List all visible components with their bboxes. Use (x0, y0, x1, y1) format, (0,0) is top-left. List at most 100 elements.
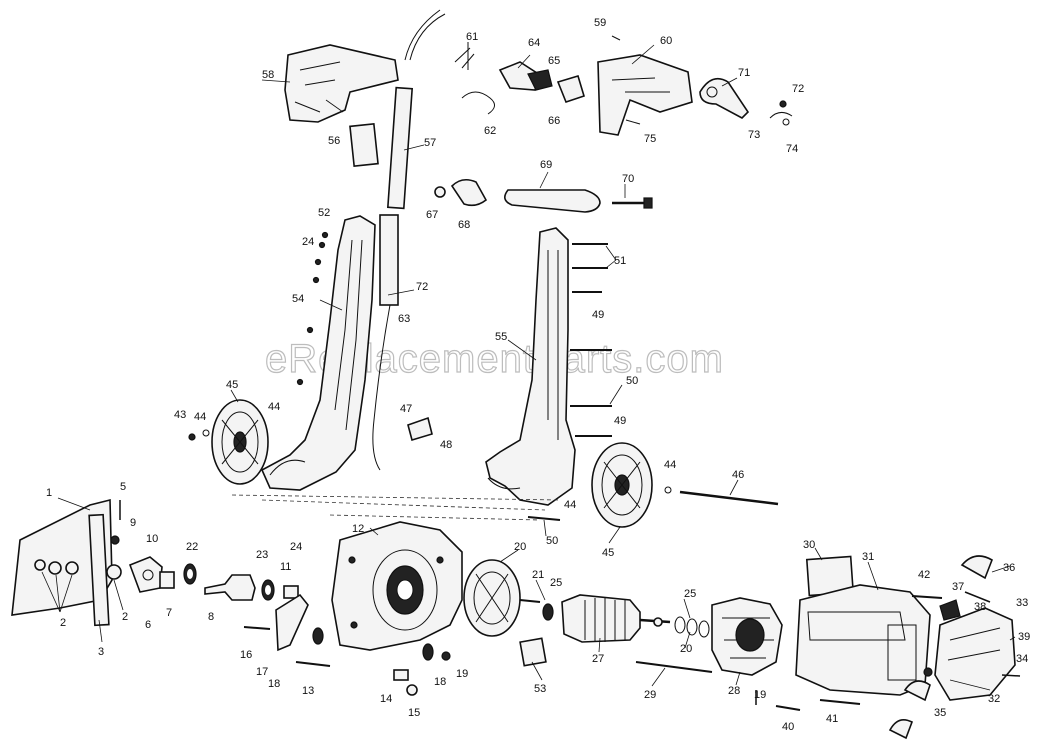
axle-46 (679, 490, 779, 506)
spring-62 (461, 91, 495, 115)
callout-2a: 2 (60, 617, 66, 629)
callout-60: 60 (660, 35, 672, 47)
motor-assembly (542, 594, 801, 711)
callout-15: 15 (408, 707, 420, 719)
callout-18b: 18 (434, 676, 446, 688)
handle-half-58 (284, 44, 399, 123)
callout-68: 68 (458, 219, 470, 231)
callout-58: 58 (262, 69, 274, 81)
callout-74: 74 (786, 143, 798, 155)
gear-housing-assembly (331, 521, 547, 696)
callout-51: 51 (614, 255, 626, 267)
callout-44b: 44 (268, 401, 280, 413)
callout-64: 64 (528, 37, 540, 49)
switch-parts-65 (527, 69, 553, 91)
callout-61: 61 (466, 31, 478, 43)
callout-12: 12 (352, 523, 364, 535)
part-72 (779, 100, 787, 108)
callout-65: 65 (548, 55, 560, 67)
trigger-71 (699, 77, 750, 119)
callout-2b: 2 (122, 611, 128, 623)
callout-14: 14 (380, 693, 392, 705)
callout-44c: 44 (664, 459, 676, 471)
bracket-66 (556, 75, 585, 103)
callout-42: 42 (918, 569, 930, 581)
callout-63: 63 (398, 313, 410, 325)
callout-44a: 44 (194, 411, 206, 423)
callout-30: 30 (803, 539, 815, 551)
blade-3 (88, 513, 110, 627)
callout-25b: 25 (684, 588, 696, 600)
callout-8: 8 (208, 611, 214, 623)
motor-housing-assembly (795, 555, 1021, 740)
callout-70: 70 (622, 173, 634, 185)
callout-44d: 44 (564, 499, 576, 511)
upper-handle-assembly (284, 9, 793, 210)
middle-tube-assembly (372, 178, 653, 471)
callout-37: 37 (952, 581, 964, 593)
callout-62: 62 (484, 125, 496, 137)
callout-40: 40 (782, 721, 794, 733)
nut-67 (434, 186, 446, 198)
plate-53 (519, 637, 547, 667)
left-housing-assembly (188, 215, 433, 491)
brush-holder-36 (960, 555, 993, 580)
clamp-68 (450, 178, 488, 207)
callout-19b: 19 (754, 689, 766, 701)
right-housing-assembly (485, 227, 779, 528)
callout-59: 59 (594, 17, 606, 29)
callout-7: 7 (166, 607, 172, 619)
upper-tube-57 (386, 86, 414, 210)
callout-29: 29 (644, 689, 656, 701)
callout-47: 47 (400, 403, 412, 415)
callout-11: 11 (280, 561, 291, 573)
grip-69 (504, 189, 601, 213)
callout-38: 38 (974, 601, 986, 613)
end-cap-33 (934, 607, 1016, 701)
callout-16: 16 (240, 649, 252, 661)
callout-3: 3 (98, 646, 104, 658)
callout-53: 53 (534, 683, 546, 695)
callout-46: 46 (732, 469, 744, 481)
callout-24b: 24 (302, 236, 314, 248)
callout-69: 69 (540, 159, 552, 171)
callout-36: 36 (1003, 562, 1015, 574)
callout-34: 34 (1016, 653, 1028, 665)
callout-6: 6 (145, 619, 151, 631)
callout-20b: 20 (680, 643, 692, 655)
callout-50a: 50 (626, 375, 638, 387)
callout-41: 41 (826, 713, 838, 725)
label-56 (349, 122, 379, 168)
callout-50b: 50 (546, 535, 558, 547)
callout-52: 52 (318, 207, 330, 219)
callout-35: 35 (934, 707, 946, 719)
callout-72a: 72 (792, 83, 804, 95)
callout-43: 43 (174, 409, 186, 421)
handle-half-60 (597, 54, 693, 136)
callout-45a: 45 (226, 379, 238, 391)
callout-28: 28 (728, 685, 740, 697)
callout-20a: 20 (514, 541, 526, 553)
callout-19a: 19 (456, 668, 468, 680)
callout-1: 1 (46, 487, 52, 499)
callout-32: 32 (988, 693, 1000, 705)
callout-9: 9 (130, 517, 136, 529)
callout-39: 39 (1018, 631, 1030, 643)
plate-17 (275, 593, 309, 652)
callout-49a: 49 (592, 309, 604, 321)
housing-half-55 (485, 227, 576, 506)
callout-49b: 49 (614, 415, 626, 427)
callout-21: 21 (532, 569, 544, 581)
blade-assembly (11, 498, 331, 667)
callout-labels: 1 2 2 3 5 6 7 8 9 10 11 12 13 14 15 16 1… (46, 17, 1030, 733)
callout-66: 66 (548, 115, 560, 127)
callout-57: 57 (424, 137, 436, 149)
clip-61 (454, 42, 475, 70)
lower-tube-63 (379, 214, 399, 306)
callout-33: 33 (1016, 597, 1028, 609)
armature-27 (561, 594, 641, 643)
callout-22: 22 (186, 541, 198, 553)
callout-5: 5 (120, 481, 126, 493)
callout-24a: 24 (290, 541, 302, 553)
